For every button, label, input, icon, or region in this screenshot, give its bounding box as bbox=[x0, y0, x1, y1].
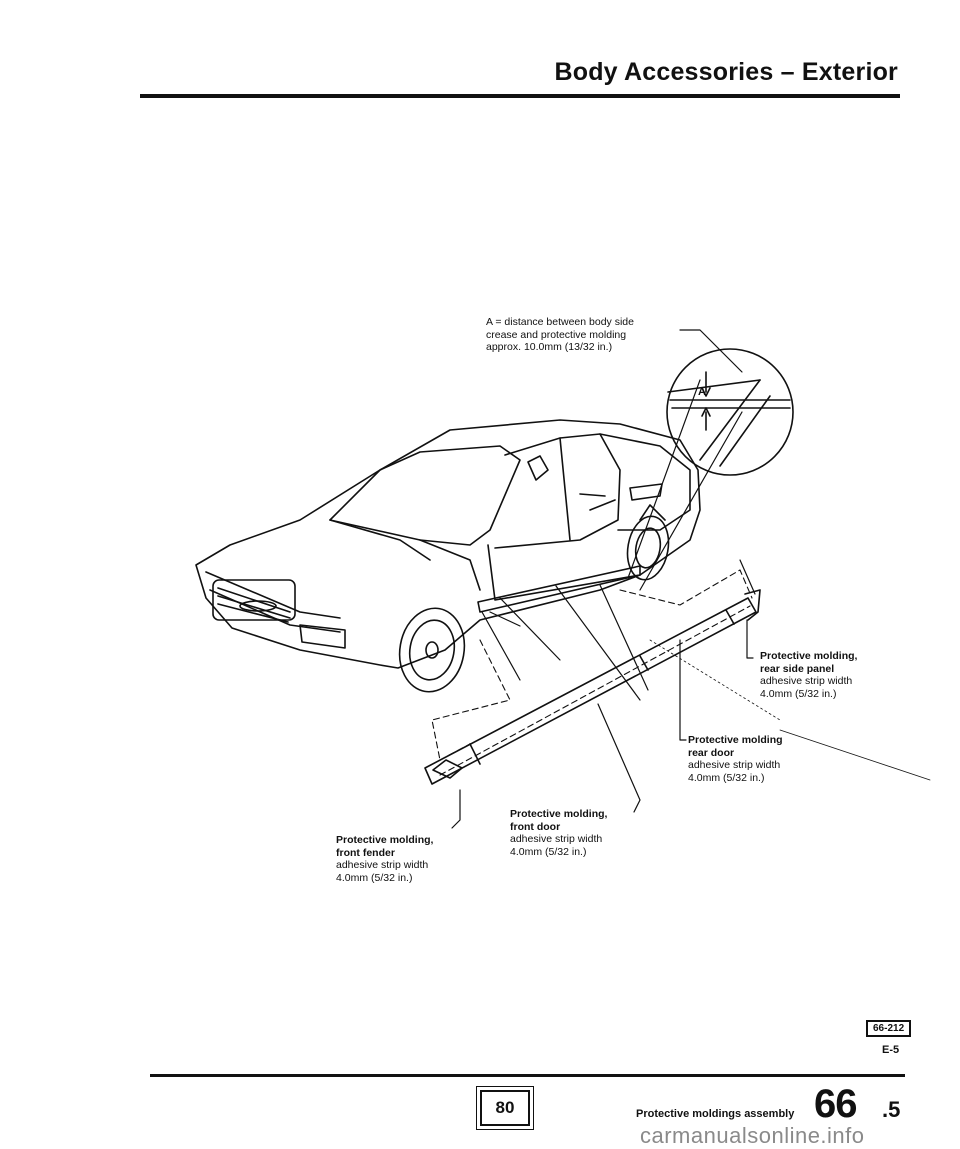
callout-distance: A = distance between body side crease an… bbox=[486, 316, 634, 354]
detail-circle bbox=[666, 348, 794, 476]
section-code: E-5 bbox=[882, 1044, 900, 1056]
section-number: 66 bbox=[814, 1082, 857, 1126]
callout-rear-door-detail2: 4.0mm (5/32 in.) bbox=[688, 771, 765, 784]
section-sub-number: .5 bbox=[882, 1097, 901, 1122]
footer-rule bbox=[150, 1074, 905, 1077]
car-molding-strip bbox=[477, 565, 641, 613]
car-body bbox=[195, 419, 701, 669]
callout-rear-side-panel-subtitle: rear side panel bbox=[760, 662, 835, 675]
rear-wheel bbox=[626, 515, 670, 581]
page-title: Body Accessories – Exterior bbox=[554, 58, 898, 86]
callout-rear-side-panel: Protective molding, rear side panel adhe… bbox=[760, 650, 857, 700]
callout-front-door-subtitle: front door bbox=[510, 820, 561, 833]
callout-distance-line3: approx. 10.0mm (13/32 in.) bbox=[486, 341, 613, 353]
callout-front-door-title: Protective molding, bbox=[510, 808, 608, 820]
callout-rear-door: Protective molding rear door adhesive st… bbox=[688, 734, 783, 784]
page-number: 80 bbox=[480, 1090, 530, 1126]
callout-front-fender-detail2: 4.0mm (5/32 in.) bbox=[336, 871, 413, 884]
callout-rear-side-panel-detail2: 4.0mm (5/32 in.) bbox=[760, 687, 837, 700]
header-rule bbox=[140, 94, 900, 98]
callout-rear-door-title: Protective molding bbox=[688, 734, 783, 746]
callout-rear-door-detail1: adhesive strip width bbox=[688, 759, 781, 771]
figure-number: 66-212 bbox=[866, 1020, 912, 1037]
callout-distance-line1: A = distance between body side bbox=[486, 316, 634, 328]
callout-front-fender-title: Protective molding, bbox=[336, 834, 434, 846]
callout-rear-door-subtitle: rear door bbox=[688, 746, 735, 759]
callout-front-door-detail1: adhesive strip width bbox=[510, 833, 603, 845]
callout-front-fender: Protective molding, front fender adhesiv… bbox=[336, 834, 433, 884]
callout-front-fender-detail1: adhesive strip width bbox=[336, 859, 429, 871]
footer-caption: Protective moldings assembly bbox=[636, 1108, 795, 1120]
callout-front-door-detail2: 4.0mm (5/32 in.) bbox=[510, 845, 587, 858]
callout-rear-side-panel-detail1: adhesive strip width bbox=[760, 675, 853, 687]
front-wheel bbox=[398, 607, 466, 693]
callout-distance-line2: crease and protective molding bbox=[486, 328, 627, 341]
detail-label-a: A bbox=[698, 386, 706, 398]
callout-rear-side-panel-title: Protective molding, bbox=[760, 650, 858, 662]
watermark: carmanualsonline.info bbox=[640, 1123, 865, 1148]
callout-front-fender-subtitle: front fender bbox=[336, 846, 395, 859]
exploded-molding-strip bbox=[424, 597, 757, 785]
callout-front-door: Protective molding, front door adhesive … bbox=[510, 808, 607, 858]
